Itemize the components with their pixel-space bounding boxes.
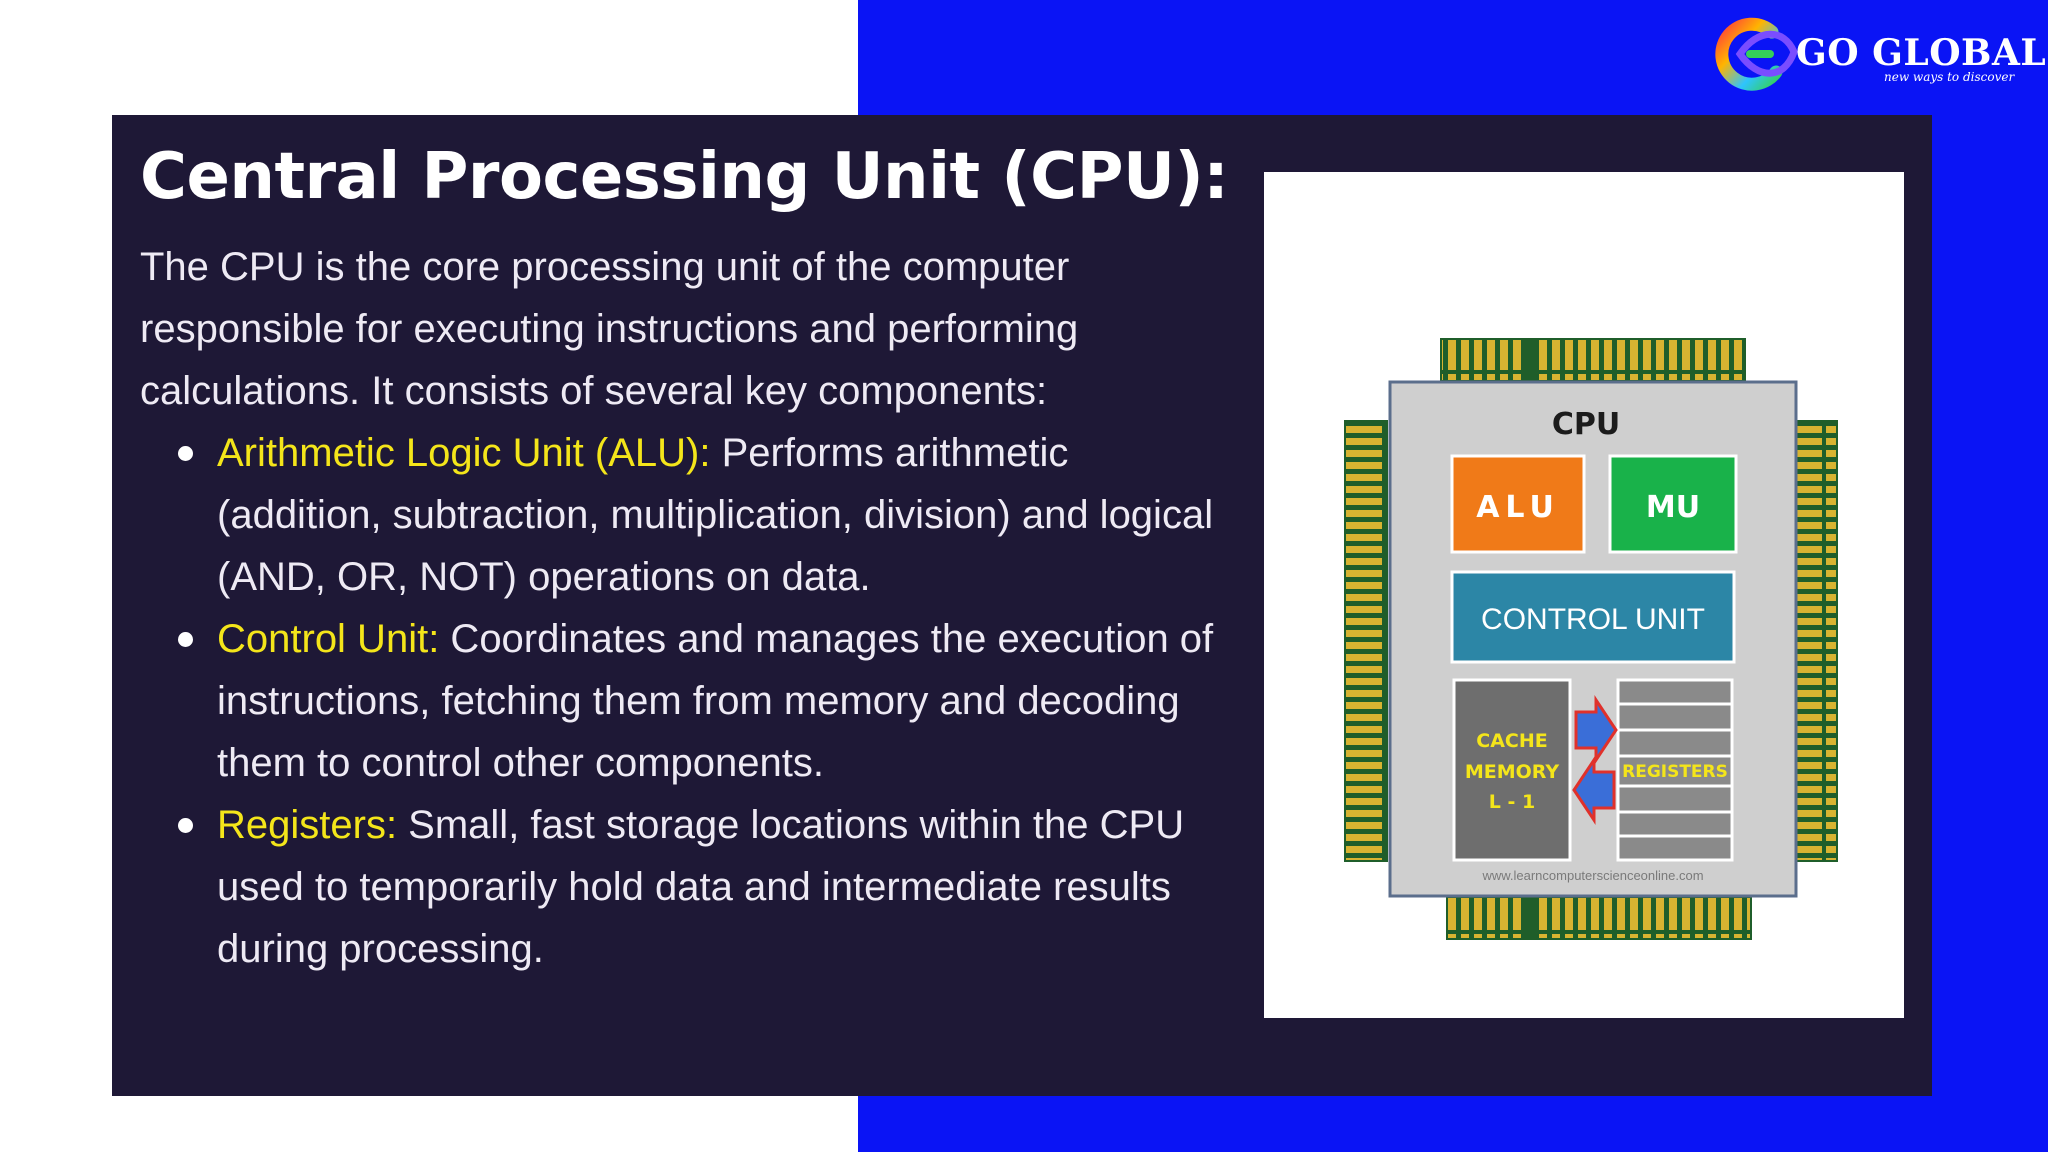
alu-label: ALU bbox=[1476, 490, 1560, 525]
component-list: Arithmetic Logic Unit (ALU): Performs ar… bbox=[140, 422, 1240, 980]
cache-memory-block bbox=[1452, 678, 1572, 862]
alu-term: Arithmetic Logic Unit (ALU): bbox=[217, 431, 711, 475]
cpu-label: CPU bbox=[1552, 407, 1620, 442]
mu-block bbox=[1608, 454, 1738, 554]
cache-label-line2: MEMORY bbox=[1465, 761, 1560, 783]
cpu-pins-right bbox=[1794, 420, 1838, 862]
cpu-diagram-image: CPU ALU MU CONTROL UNIT CACHE MEMORY L -… bbox=[1264, 172, 1904, 1018]
cpu-pins-top bbox=[1440, 338, 1746, 382]
alu-description: Performs arithmetic (addition, subtracti… bbox=[217, 431, 1214, 599]
diagram-watermark: www.learncomputerscienceonline.com bbox=[1481, 868, 1703, 883]
list-item-registers: Registers: Small, fast storage locations… bbox=[140, 794, 1240, 980]
list-item-alu: Arithmetic Logic Unit (ALU): Performs ar… bbox=[140, 422, 1240, 608]
cpu-diagram: CPU ALU MU CONTROL UNIT CACHE MEMORY L -… bbox=[1344, 338, 1838, 940]
registers-term: Registers: bbox=[217, 803, 398, 847]
control-unit-label: CONTROL UNIT bbox=[1481, 603, 1705, 636]
intro-paragraph: The CPU is the core processing unit of t… bbox=[140, 245, 1079, 413]
bullet-icon bbox=[178, 446, 193, 461]
cpu-pins-left bbox=[1344, 420, 1388, 862]
go-global-logo: GO GLOBAL new ways to discover bbox=[1710, 14, 2046, 94]
registers-description: Small, fast storage locations within the… bbox=[217, 803, 1185, 971]
cache-label-line3: L - 1 bbox=[1489, 791, 1535, 813]
cpu-pins-bottom bbox=[1446, 896, 1752, 940]
mu-label: MU bbox=[1646, 490, 1700, 525]
control-unit-block bbox=[1450, 570, 1736, 664]
logo-tagline: new ways to discover bbox=[1884, 70, 2015, 84]
alu-block bbox=[1450, 454, 1586, 554]
control-unit-description: Coordinates and manages the execution of… bbox=[217, 617, 1214, 785]
logo-swirl-icon bbox=[1715, 17, 1798, 91]
registers-block bbox=[1616, 678, 1734, 862]
bullet-icon bbox=[178, 818, 193, 833]
cache-label-line1: CACHE bbox=[1476, 730, 1547, 752]
control-unit-term: Control Unit: bbox=[217, 617, 440, 661]
arrow-right-icon bbox=[1574, 695, 1618, 765]
slide-body: The CPU is the core processing unit of t… bbox=[140, 236, 1240, 980]
list-item-control-unit: Control Unit: Coordinates and manages th… bbox=[140, 608, 1240, 794]
slide-title: Central Processing Unit (CPU): bbox=[140, 140, 1229, 214]
logo-wordmark: GO GLOBAL bbox=[1796, 32, 2047, 74]
bullet-icon bbox=[178, 632, 193, 647]
arrow-left-icon bbox=[1572, 755, 1616, 825]
registers-label: REGISTERS bbox=[1622, 762, 1728, 782]
